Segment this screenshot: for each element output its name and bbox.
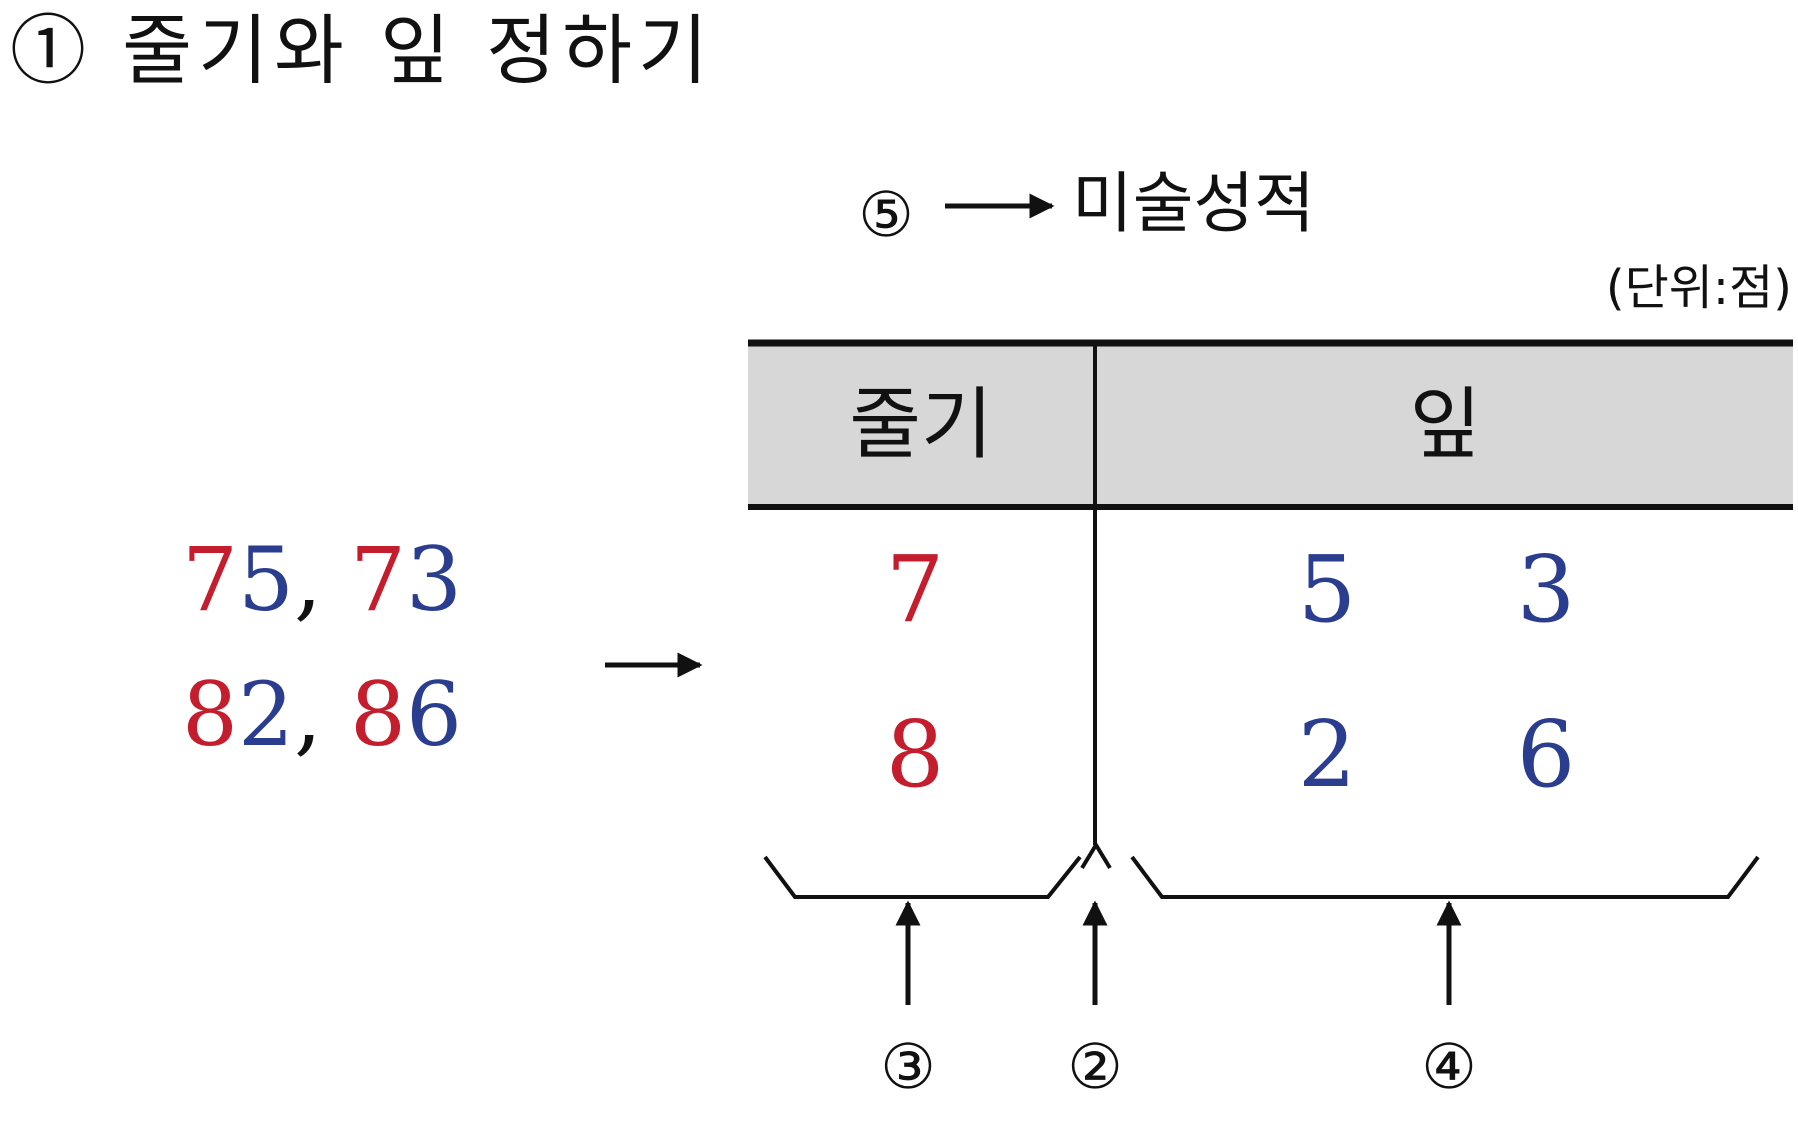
leaf-cell-row-2-a: 2 xyxy=(1297,701,1357,808)
leaf-cell-row-1-a: 5 xyxy=(1297,536,1357,643)
table-title-marker: ⑤ xyxy=(858,178,914,251)
stem-marker: ③ xyxy=(880,1030,936,1103)
stem-bracket xyxy=(763,855,1082,899)
digit-tens: 7 xyxy=(182,528,238,631)
digit-ones: 3 xyxy=(405,528,462,631)
stem-cell-row-2: 8 xyxy=(885,701,945,808)
header-stem: 줄기 xyxy=(849,380,993,470)
table-header-background xyxy=(748,342,1793,508)
separator: , xyxy=(294,528,350,631)
separator: , xyxy=(294,663,350,766)
digit-tens: 8 xyxy=(349,663,406,766)
leaf-cell-row-2-b: 6 xyxy=(1516,701,1576,808)
stem-cell-row-1: 7 xyxy=(885,536,945,643)
digit-tens: 8 xyxy=(182,663,238,766)
divider-tick xyxy=(1080,841,1112,870)
page-title: ① 줄기와 잎 정하기 xyxy=(10,6,714,95)
data-values-line-1: 75, 73 xyxy=(182,530,462,630)
header-leaf: 잎 xyxy=(1409,380,1482,470)
digit-ones: 6 xyxy=(405,663,462,766)
digit-ones: 5 xyxy=(238,528,294,631)
data-values-line-2: 82, 86 xyxy=(182,665,462,765)
leaf-cell-row-1-b: 3 xyxy=(1516,536,1576,643)
leaf-bracket xyxy=(1130,855,1760,899)
leaf-marker: ④ xyxy=(1421,1030,1477,1103)
digit-tens: 7 xyxy=(349,528,406,631)
unit-label: (단위:점) xyxy=(1605,260,1792,316)
divider-marker: ② xyxy=(1067,1030,1123,1103)
table-title: 미술성적 xyxy=(1072,165,1315,242)
digit-ones: 2 xyxy=(238,663,294,766)
